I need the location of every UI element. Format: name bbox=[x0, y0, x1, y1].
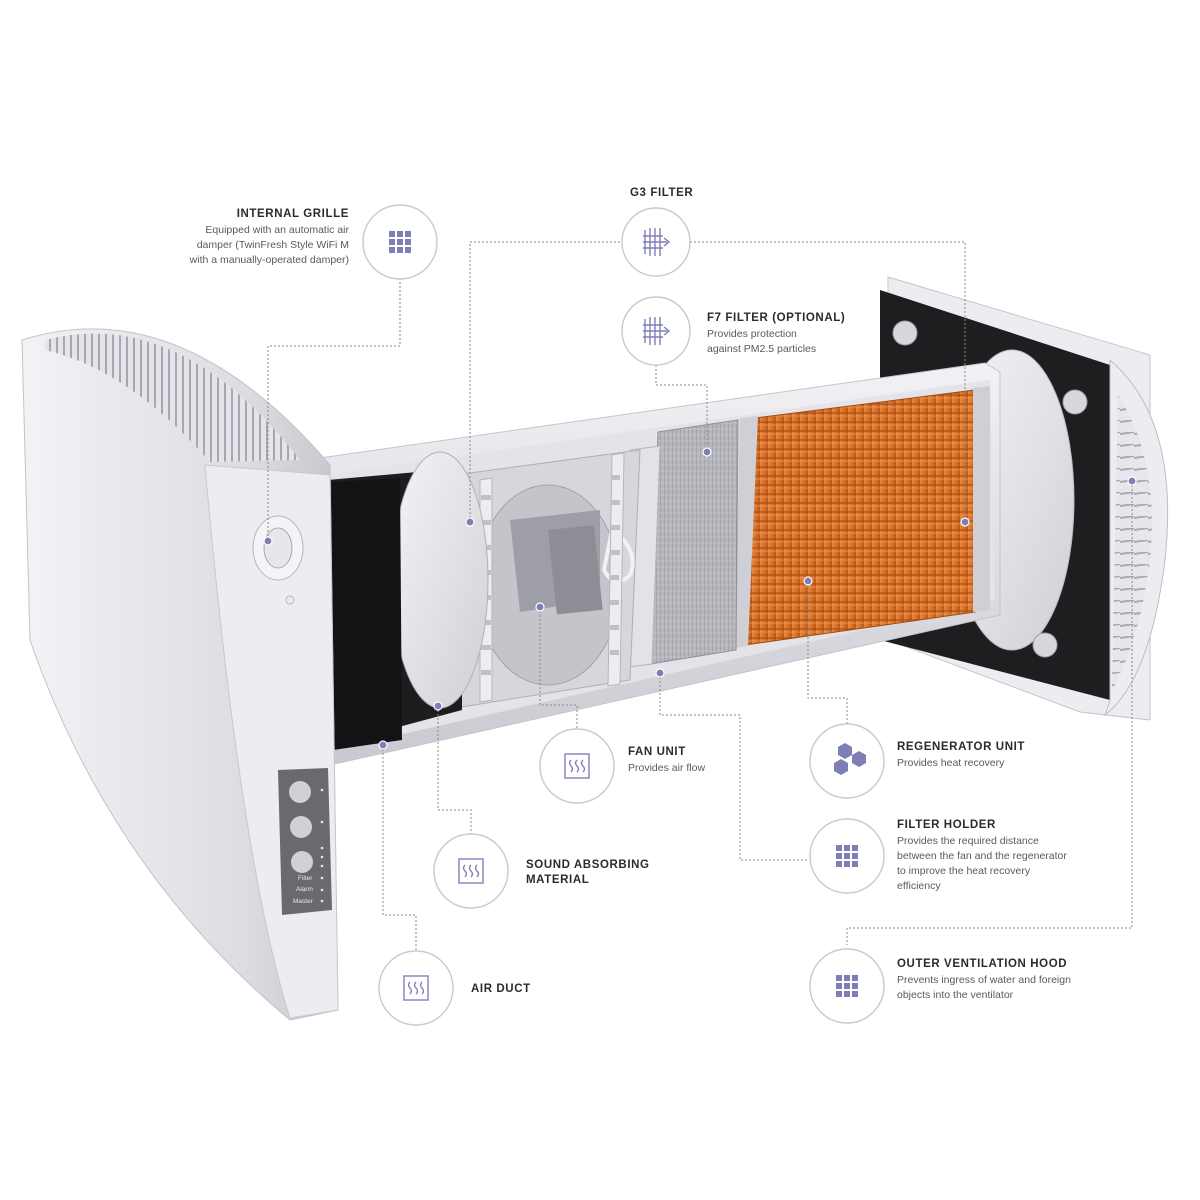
internal-grille-title: INTERNAL GRILLE bbox=[236, 208, 349, 220]
mode-button[interactable] bbox=[289, 781, 311, 803]
label-regenerator-unit: REGENERATOR UNIT Provides heat recovery bbox=[897, 740, 1097, 771]
label-fan-unit: FAN UNIT Provides air flow bbox=[628, 745, 778, 776]
f7-filter-title: F7 FILTER (OPTIONAL) bbox=[707, 312, 846, 324]
outer-hood-desc: Prevents ingress of water and foreign ob… bbox=[897, 974, 1071, 1001]
regenerator-unit-title: REGENERATOR UNIT bbox=[897, 741, 1026, 753]
filter-icon bbox=[643, 228, 671, 256]
label-internal-grille: INTERNAL GRILLE Equipped with an automat… bbox=[150, 207, 349, 268]
internal-grille-desc: Equipped with an automatic air damper (T… bbox=[189, 224, 349, 266]
label-sound-absorbing: SOUND ABSORBING MATERIAL bbox=[526, 858, 686, 888]
heat-waves-icon bbox=[458, 858, 484, 884]
internal-grille-panel: Filter Alarm Master bbox=[21, 328, 339, 1021]
anchor-dots bbox=[263, 447, 1137, 750]
heat-waves-icon bbox=[564, 753, 590, 779]
control-panel bbox=[278, 768, 332, 915]
regenerator-unit-desc: Provides heat recovery bbox=[897, 757, 1005, 769]
alarm-indicator-label: Alarm bbox=[296, 886, 313, 893]
outer-hood-title: OUTER VENTILATION HOOD bbox=[897, 958, 1068, 970]
air-duct-title: AIR DUCT bbox=[471, 983, 531, 995]
hexagon-cluster-icon bbox=[834, 743, 866, 775]
grid-icon bbox=[389, 231, 411, 253]
label-g3-filter: G3 FILTER bbox=[630, 186, 750, 201]
fan-unit bbox=[454, 449, 641, 709]
heat-waves-icon bbox=[403, 975, 429, 1001]
fan-unit-desc: Provides air flow bbox=[628, 762, 706, 774]
label-filter-holder: FILTER HOLDER Provides the required dist… bbox=[897, 818, 1097, 894]
fan-unit-title: FAN UNIT bbox=[628, 746, 686, 758]
label-air-duct: AIR DUCT bbox=[471, 982, 591, 997]
regenerator-block bbox=[735, 386, 990, 648]
label-outer-hood: OUTER VENTILATION HOOD Prevents ingress … bbox=[897, 957, 1117, 1003]
label-f7-filter: F7 FILTER (OPTIONAL) Provides protection… bbox=[707, 311, 887, 357]
filter-icon bbox=[643, 317, 671, 345]
filter-indicator-label: Filter bbox=[298, 875, 313, 882]
sound-absorbing-material bbox=[328, 451, 489, 750]
filter-holder-desc: Provides the required distance between t… bbox=[897, 835, 1067, 892]
filter-holder-title: FILTER HOLDER bbox=[897, 819, 996, 831]
master-indicator-label: Master bbox=[293, 898, 314, 905]
g3-filter-title: G3 FILTER bbox=[630, 187, 694, 199]
grid-icon bbox=[836, 845, 858, 867]
sound-absorbing-title: SOUND ABSORBING MATERIAL bbox=[526, 859, 650, 886]
leader-lines bbox=[267, 241, 1133, 953]
grid-icon bbox=[836, 975, 858, 997]
speed-button[interactable] bbox=[290, 816, 312, 838]
smart-mode-button[interactable] bbox=[291, 851, 313, 873]
f7-filter-desc: Provides protection against PM2.5 partic… bbox=[707, 328, 817, 355]
